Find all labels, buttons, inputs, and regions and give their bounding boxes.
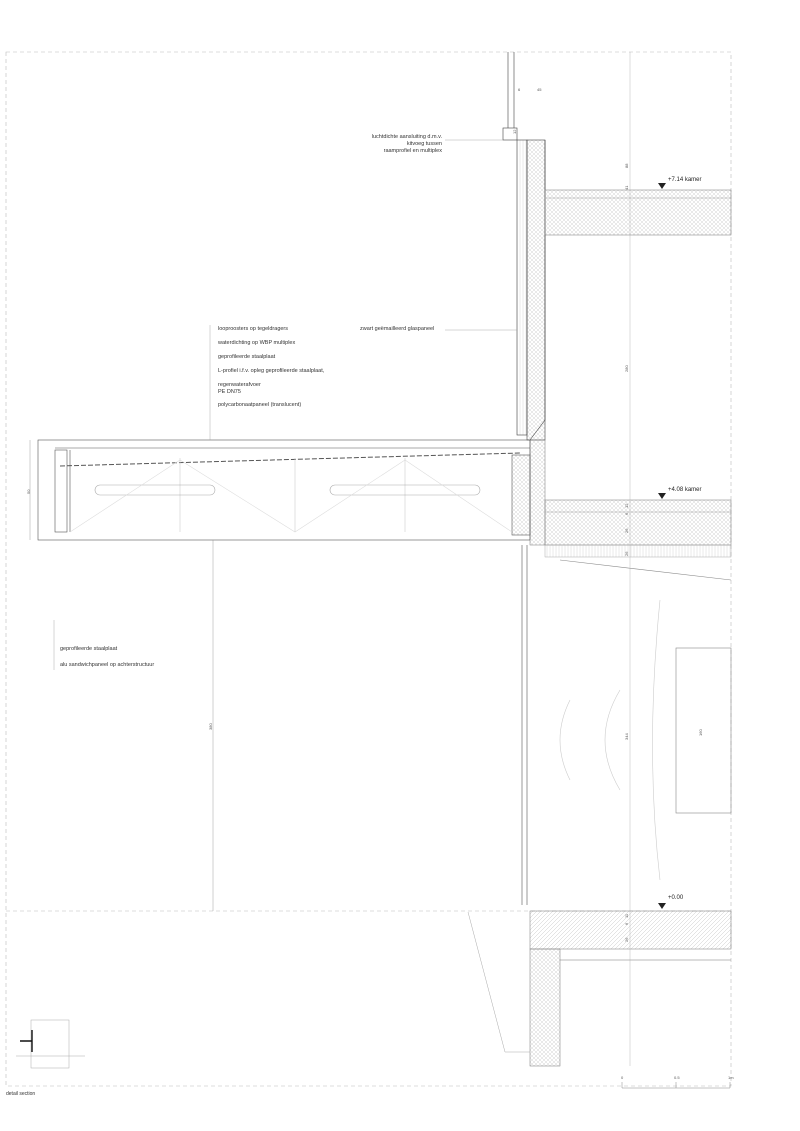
ceiling-panel <box>544 544 732 558</box>
dim: 11 <box>624 913 629 918</box>
wall-middle <box>529 439 546 546</box>
scale-label: 0.5 <box>674 1075 680 1080</box>
level-marker <box>658 183 666 189</box>
dim: 26 <box>624 937 629 942</box>
dim: 41 <box>624 185 629 190</box>
dim: 160 <box>698 729 703 736</box>
annotation-layer: waterdichting op WBP multiplex <box>218 340 296 346</box>
annotation-layer: looproosters op tegeldragers <box>218 326 289 332</box>
floor-slab-ground <box>529 910 732 950</box>
dim: 26 <box>624 528 629 533</box>
dim: 6 <box>624 922 629 925</box>
dim: 45 <box>537 87 542 92</box>
level-label: +4.08 kamer <box>668 487 702 493</box>
floor-slab-middle <box>544 499 732 546</box>
annotation-layer: polycarbonaatpaneel (translucent) <box>218 402 302 408</box>
annotation-layer: regenwaterafvoer PE DN75 <box>218 382 261 395</box>
annotation-underside: geprofileerde staalplaat <box>60 646 118 652</box>
level-marker <box>658 493 666 499</box>
dim: 88 <box>624 163 629 168</box>
annotation-layer: geprofileerde staalplaat <box>218 354 276 360</box>
dim: 12 <box>624 503 629 508</box>
dim: 6 <box>624 512 629 515</box>
dim: 6 <box>518 87 521 92</box>
floor-slab-upper <box>544 189 732 236</box>
dim: 380 <box>208 723 213 730</box>
key-plan <box>16 1019 85 1069</box>
dim: 344 <box>624 733 629 740</box>
foundation-wall <box>529 948 561 1067</box>
annotation-airtight: luchtdichte aansluiting d.m.v.kitvoeg tu… <box>371 134 442 154</box>
scale-bar <box>621 1082 731 1089</box>
dim: 12 <box>512 129 517 134</box>
scale-label: 0 <box>621 1075 624 1080</box>
scale-label: 1m <box>728 1075 734 1080</box>
ground-slope <box>467 911 530 1053</box>
lower-facade <box>521 545 732 905</box>
drawing-caption: detail section <box>6 1091 36 1097</box>
dim: 26 <box>624 551 629 556</box>
annotation-layer: L-profiel i.f.v. opleg geprofileerde sta… <box>218 368 325 374</box>
balcony <box>37 439 531 541</box>
level-label: +7.14 kamer <box>668 177 702 183</box>
upper-facade <box>502 52 546 441</box>
dim: 50 <box>26 489 31 494</box>
dim: 280 <box>624 365 629 372</box>
level-marker <box>658 903 666 909</box>
annotation-glass-panel: zwart geëmailleerd glaspaneel <box>360 326 435 332</box>
annotation-underside: alu sandwichpaneel op achterstructuur <box>60 662 155 668</box>
level-label: +0.00 <box>668 895 684 901</box>
drawing-frame <box>5 51 732 1087</box>
